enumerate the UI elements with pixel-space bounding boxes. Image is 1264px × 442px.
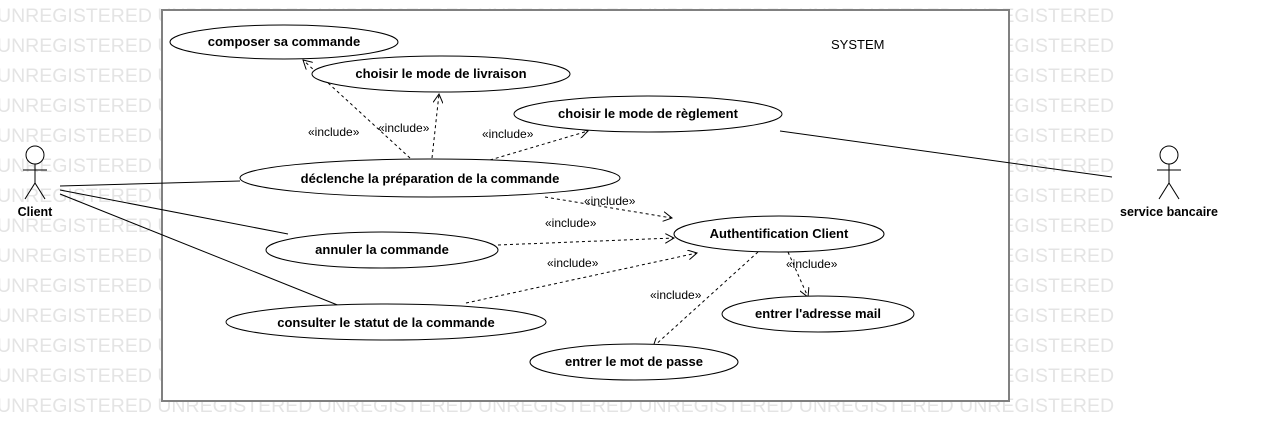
use-case-ellipse[interactable]: [225, 303, 547, 341]
use-case-ellipse[interactable]: [529, 343, 739, 381]
include-declenche-livraison: [431, 94, 439, 159]
include-label: «include»: [545, 216, 597, 230]
stick-figure-icon: [1157, 145, 1181, 200]
stick-figure-icon: [23, 145, 47, 200]
actor-service-bancaire[interactable]: service bancaire: [1120, 145, 1218, 219]
use-case-label: choisir le mode de règlement: [558, 106, 739, 121]
actor-label: Client: [18, 205, 54, 219]
use-case-label: déclenche la préparation de la commande: [301, 171, 560, 186]
use-case-ellipse[interactable]: [513, 95, 783, 133]
actor-client[interactable]: Client: [18, 145, 54, 219]
use-case-label: entrer le mot de passe: [565, 354, 703, 369]
use-case-label: consulter le statut de la commande: [277, 315, 494, 330]
association-client-annuler: [59, 189, 289, 235]
actor-label: service bancaire: [1120, 205, 1218, 219]
include-label: «include»: [482, 127, 534, 141]
include-label: «include»: [786, 257, 838, 271]
include-label: «include»: [378, 121, 430, 135]
association-client-consulter: [59, 193, 341, 307]
use-case-authentification[interactable]: Authentification Client: [673, 215, 885, 253]
use-case-label: entrer l'adresse mail: [755, 306, 881, 321]
include-authentification-mail: [787, 251, 808, 297]
use-case-declenche[interactable]: déclenche la préparation de la commande: [239, 158, 621, 198]
use-case-ellipse[interactable]: [265, 231, 499, 269]
system-label: SYSTEM: [831, 37, 884, 52]
use-case-reglement[interactable]: choisir le mode de règlement: [513, 95, 783, 133]
use-case-ellipse[interactable]: [721, 295, 915, 333]
associations: [59, 130, 1113, 307]
include-annuler-authentification: [497, 238, 674, 246]
include-declenche-reglement: [489, 131, 588, 161]
include-label: «include»: [308, 125, 360, 139]
use-case-composer[interactable]: composer sa commande: [169, 24, 399, 60]
use-case-mail[interactable]: entrer l'adresse mail: [721, 295, 915, 333]
include-labels: «include» «include» «include» «include» …: [308, 121, 838, 302]
use-case-livraison[interactable]: choisir le mode de livraison: [311, 55, 571, 93]
use-case-ellipse[interactable]: [673, 215, 885, 253]
use-case-annuler[interactable]: annuler la commande: [265, 231, 499, 269]
use-case-label: Authentification Client: [710, 226, 849, 241]
include-label: «include»: [584, 194, 636, 208]
use-case-ellipse[interactable]: [311, 55, 571, 93]
association-client-declenche: [59, 180, 241, 187]
use-case-consulter[interactable]: consulter le statut de la commande: [225, 303, 547, 341]
use-case-mot-de-passe[interactable]: entrer le mot de passe: [529, 343, 739, 381]
use-case-ellipse[interactable]: [169, 24, 399, 60]
include-label: «include»: [547, 256, 599, 270]
include-label: «include»: [650, 288, 702, 302]
use-case-label: composer sa commande: [208, 34, 360, 49]
use-case-label: choisir le mode de livraison: [355, 66, 526, 81]
use-case-ellipse[interactable]: [239, 158, 621, 198]
association-reglement-service: [779, 130, 1113, 178]
use-case-label: annuler la commande: [315, 242, 449, 257]
